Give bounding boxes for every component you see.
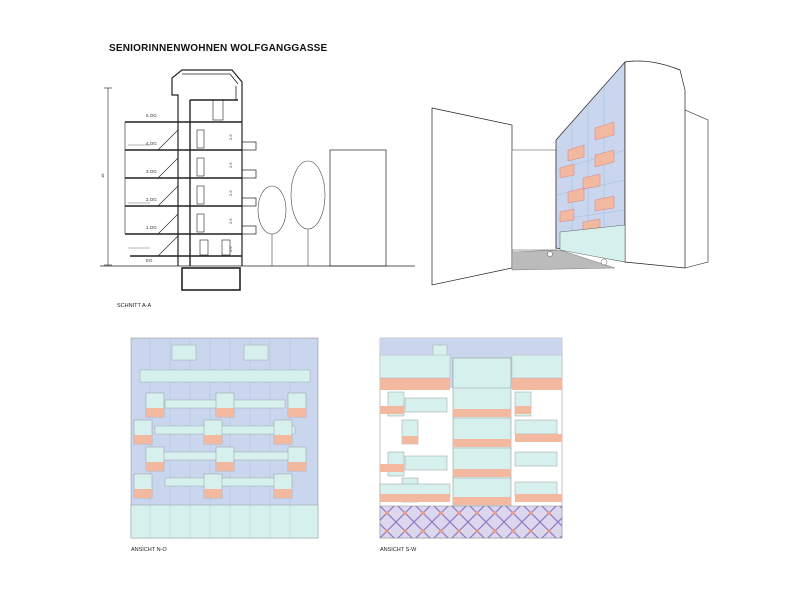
total-height-dimension <box>104 87 112 266</box>
courtyard-paving <box>511 249 616 271</box>
elevation-sw-ground-floor <box>379 505 563 539</box>
section-caption: SCHNITT A-A <box>117 303 152 309</box>
floor-height: 2.6 <box>228 190 233 196</box>
total-height-label: 18 <box>100 173 105 178</box>
level-label: 1.OG <box>146 225 157 230</box>
building-outline <box>171 69 243 266</box>
elevation-no-ground-floor <box>130 504 319 539</box>
level-label: 5.OG <box>146 113 157 118</box>
neighbour-building <box>329 149 387 267</box>
level-label: 4.OG <box>146 141 157 146</box>
elevation-sw-core <box>452 357 512 507</box>
elevation-no-balconies <box>133 392 307 499</box>
level-label: 3.OG <box>146 169 157 174</box>
trees <box>257 160 326 266</box>
basement <box>181 267 241 291</box>
elevation-no-caption: ANSICHT N-O <box>131 547 167 553</box>
level-label: 2.OG <box>146 197 157 202</box>
page-title: SENIORINNENWOHNEN WOLFGANGGASSE <box>109 43 328 54</box>
floor-height: 2.6 <box>228 246 233 252</box>
floor-height: 2.6 <box>228 218 233 224</box>
floor-height: 2.6 <box>228 134 233 140</box>
right-balconies <box>241 141 257 235</box>
railings <box>128 144 150 249</box>
doors <box>196 99 231 256</box>
level-label: EG <box>146 258 153 263</box>
stair-gallery <box>124 122 179 257</box>
floor-height: 2.6 <box>228 162 233 168</box>
elevation-sw-caption: ANSICHT S-W <box>380 547 417 553</box>
